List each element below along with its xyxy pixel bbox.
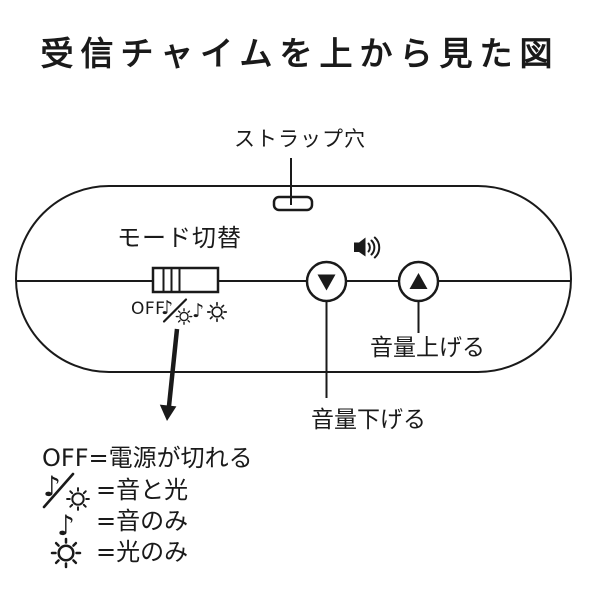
mode-sound-icon: ♪ — [192, 300, 204, 322]
page-title: 受信チャイムを上から見た図 — [40, 34, 560, 73]
legend-sun-icon — [50, 537, 82, 569]
device-body — [15, 185, 572, 373]
speaker-icon — [354, 236, 381, 259]
triangle-up-icon — [409, 273, 428, 289]
mode-switch-label: モード切替 — [117, 224, 242, 252]
legend-note-sun-icon: ♪ — [42, 470, 90, 511]
legend-line-light-only: =光のみ — [96, 538, 189, 566]
mode-sound-light-icon: ♪ — [161, 297, 193, 325]
legend-line-sound-only: =音のみ — [96, 507, 189, 535]
triangle-down-icon — [317, 274, 336, 291]
legend-line-off: OFF=電源が切れる — [42, 444, 253, 472]
legend-arrow — [159, 328, 180, 421]
strap-hole — [272, 195, 314, 212]
mode-off-label: OFF — [131, 299, 166, 319]
mode-switch — [151, 266, 220, 294]
volume-down-label: 音量下げる — [311, 407, 426, 433]
slash-icon — [42, 472, 75, 509]
legend-line-sound-light: =音と光 — [96, 476, 189, 504]
volume-up-label: 音量上げる — [370, 335, 485, 361]
note-icon: ♪ — [161, 297, 173, 319]
legend-note-icon: ♪ — [57, 509, 75, 542]
strap-hole-label: ストラップ穴 — [234, 127, 366, 151]
slash-icon — [162, 298, 188, 323]
sun-icon — [66, 487, 90, 511]
